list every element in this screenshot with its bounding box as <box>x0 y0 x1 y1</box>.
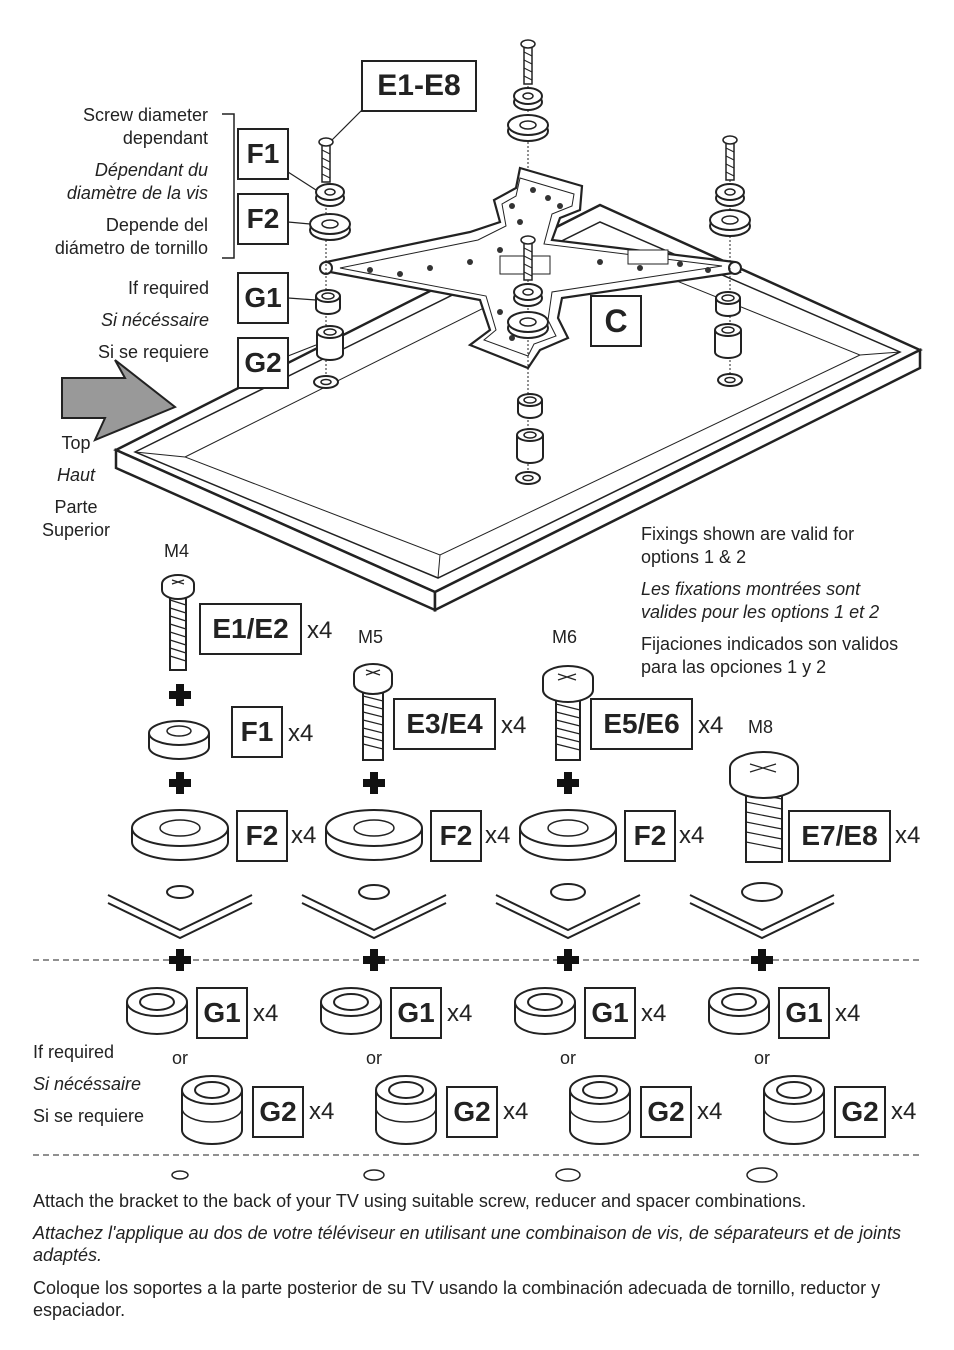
size-m8: M8 <box>748 717 774 737</box>
fixings-note-en2: options 1 & 2 <box>641 547 747 567</box>
tag-g1-col3: G1 <box>584 987 636 1039</box>
tag-g2-col1: G2 <box>252 1086 304 1138</box>
tag-g1-col4: G1 <box>778 987 830 1039</box>
mounting-plate <box>319 166 742 370</box>
tag-g2-col3: G2 <box>640 1086 692 1138</box>
tv-surface-sections <box>107 894 835 940</box>
tag-f2-col2: F2 <box>430 810 482 862</box>
f1-reducer <box>148 720 210 760</box>
size-m6: M6 <box>552 627 578 647</box>
fixings-note-fr1: Les fixations montrées sont <box>641 579 861 599</box>
qty-e5e6: x4 <box>698 712 724 739</box>
fixings-note-es1: Fijaciones indicados son validos <box>641 634 899 654</box>
fixings-note-es2: para las opciones 1 y 2 <box>641 657 827 677</box>
qty-g2-col3: x4 <box>697 1098 723 1125</box>
tag-g1-col1: G1 <box>196 987 248 1039</box>
tag-g2-top: G2 <box>237 337 289 389</box>
m5-screw <box>353 663 393 761</box>
f2-reducer-col2 <box>325 809 423 861</box>
qty-f1-col1: x4 <box>288 720 314 747</box>
screw-dep-es: Depende del <box>105 215 208 235</box>
qty-g1-col2: x4 <box>447 1000 473 1027</box>
screw-dep-es2: diámetro de tornillo <box>54 238 208 258</box>
instruction-fr: Attachez l'applique au dos de votre télé… <box>33 1223 901 1265</box>
or-col4: or <box>754 1048 771 1068</box>
g1-spacers <box>126 987 770 1035</box>
tag-f2-top: F2 <box>237 193 289 245</box>
top-label-fr: Haut <box>56 465 96 485</box>
or-col2: or <box>366 1048 383 1068</box>
or-col3: or <box>560 1048 577 1068</box>
screw-dep-en: Screw diameter <box>82 105 208 125</box>
m6-screw <box>542 665 594 761</box>
tag-e-range: E1-E8 <box>361 60 477 112</box>
tag-f1-top: F1 <box>237 128 289 180</box>
tag-e3e4: E3/E4 <box>393 698 496 750</box>
instruction-en: Attach the bracket to the back of your T… <box>33 1191 807 1211</box>
tag-e5e6: E5/E6 <box>590 698 693 750</box>
tag-g1-col2: G1 <box>390 987 442 1039</box>
qty-g1-col1: x4 <box>253 1000 279 1027</box>
qty-g2-col2: x4 <box>503 1098 529 1125</box>
qty-e1e2: x4 <box>307 617 333 644</box>
tag-f2-col3: F2 <box>624 810 676 862</box>
tag-f1-col1: F1 <box>231 706 283 758</box>
g2-spacers <box>181 1075 825 1145</box>
bottom-if-required-es: Si se requiere <box>33 1106 145 1126</box>
screw-dep-fr2: diamètre de la vis <box>66 183 208 203</box>
tag-e7e8: E7/E8 <box>788 810 891 862</box>
tag-g2-col4: G2 <box>834 1086 886 1138</box>
top-label-en: Top <box>61 433 91 453</box>
tag-c: C <box>590 295 642 347</box>
qty-g2-col1: x4 <box>309 1098 335 1125</box>
fixings-note-en1: Fixings shown are valid for <box>641 524 855 544</box>
qty-g1-col3: x4 <box>641 1000 667 1027</box>
if-required-en: If required <box>127 278 209 298</box>
qty-e7e8: x4 <box>895 822 921 849</box>
f2-reducer-col3 <box>519 809 617 861</box>
top-arrow-icon <box>61 359 177 442</box>
qty-f2-col1: x4 <box>291 822 317 849</box>
tag-e1e2: E1/E2 <box>199 603 302 655</box>
fixings-note-fr2: valides pour les options 1 et 2 <box>641 602 880 622</box>
if-required-es: Si se requiere <box>97 342 209 362</box>
qty-f2-col3: x4 <box>679 822 705 849</box>
qty-f2-col2: x4 <box>485 822 511 849</box>
or-col1: or <box>172 1048 189 1068</box>
instruction-es: Coloque los soportes a la parte posterio… <box>33 1278 881 1320</box>
qty-g1-col4: x4 <box>835 1000 861 1027</box>
bottom-if-required-fr: Si nécéssaire <box>33 1074 142 1094</box>
if-required-fr: Si nécéssaire <box>100 310 209 330</box>
qty-e3e4: x4 <box>501 712 527 739</box>
qty-g2-col4: x4 <box>891 1098 917 1125</box>
tag-g2-col2: G2 <box>446 1086 498 1138</box>
screw-dep-fr: Dépendant du <box>94 160 208 180</box>
screw-dep-en2: dependant <box>122 128 208 148</box>
tag-f2-col1: F2 <box>236 810 288 862</box>
size-m4: M4 <box>164 541 190 561</box>
tag-g1-top: G1 <box>237 272 289 324</box>
top-label-es: Parte <box>54 497 98 517</box>
size-m5: M5 <box>358 627 384 647</box>
top-label-es2: Superior <box>41 520 111 540</box>
f2-reducer-col1 <box>131 809 229 861</box>
bottom-if-required-en: If required <box>33 1042 115 1062</box>
m4-screw <box>161 574 195 671</box>
m8-screw <box>729 751 799 863</box>
